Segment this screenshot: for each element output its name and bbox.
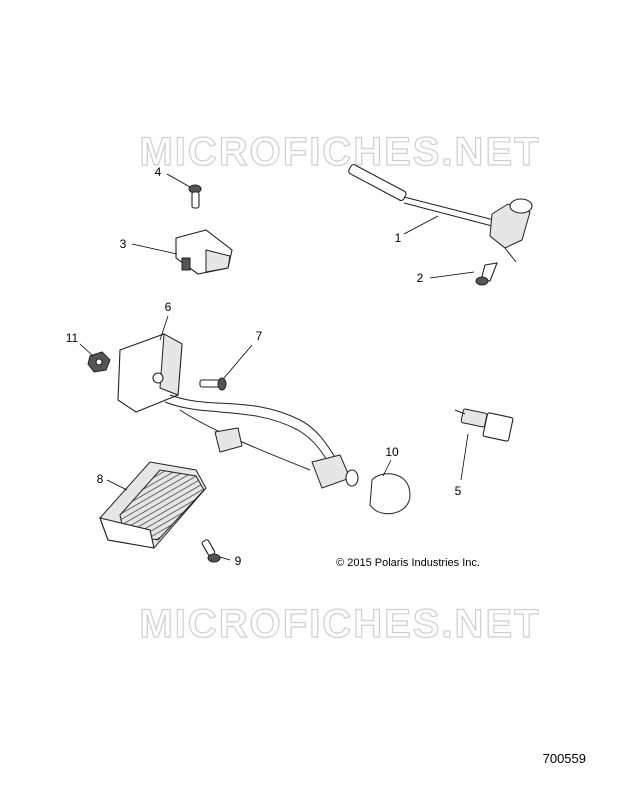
- watermark-top: MICROFICHES.NET: [139, 130, 540, 174]
- part-2-bolt: [475, 262, 498, 286]
- part-4-bolt: [188, 184, 202, 209]
- callout-10: 10: [385, 445, 399, 459]
- part-3-map-sensor: [175, 229, 233, 275]
- part-8-regulator: [99, 461, 207, 549]
- part-9-bolt: [201, 539, 221, 563]
- callout-8: 8: [97, 472, 104, 486]
- copyright-text: © 2015 Polaris Industries Inc.: [336, 557, 480, 569]
- callout-6: 6: [165, 300, 172, 314]
- callout-1: 1: [395, 231, 402, 245]
- part-5-temp-sensor: [454, 408, 514, 442]
- part-6-module-harness: [117, 333, 359, 489]
- callout-11: 11: [66, 331, 79, 345]
- part-7-bolt: [199, 377, 227, 391]
- callout-5: 5: [455, 484, 462, 498]
- part-10-clip: [369, 473, 411, 515]
- callout-7: 7: [256, 329, 263, 343]
- callout-4: 4: [155, 165, 162, 179]
- part-1-sensor-probe: [348, 164, 533, 263]
- watermark-bottom: MICROFICHES.NET: [139, 602, 540, 646]
- callout-9: 9: [235, 554, 242, 568]
- callout-3: 3: [120, 237, 127, 251]
- callout-2: 2: [417, 271, 424, 285]
- figure-number: 700559: [543, 751, 586, 766]
- part-11-nut: [87, 351, 111, 373]
